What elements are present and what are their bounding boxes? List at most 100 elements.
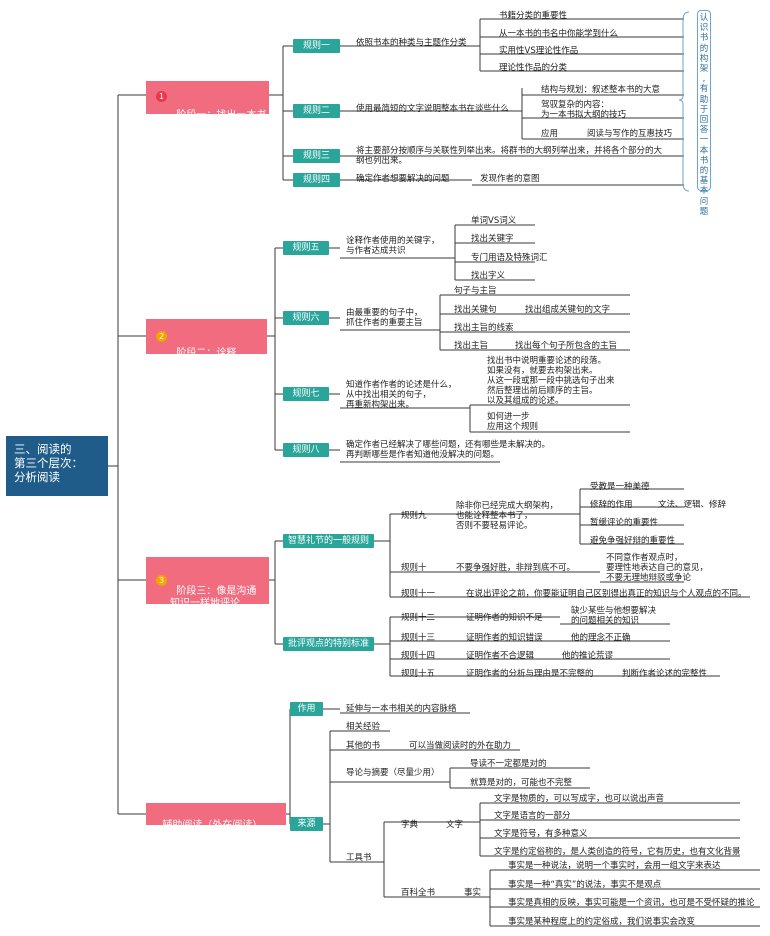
- root-node: 三、阅读的 第三个层次： 分析阅读: [6, 436, 108, 496]
- rule-12-child: 缺少某些与他想要解决 的问题相关的知识: [571, 606, 657, 626]
- fact-item: 事实是某种程度上的约定俗成，我们说事实会改变: [508, 917, 696, 927]
- rule-11-description: 在说出评论之前，你要能证明自己区别得出真正的知识与个人观点的不同。: [466, 589, 747, 599]
- rule-5-box: 规则五: [283, 241, 329, 255]
- rule-7-description: 知道作者作者的论述是什么， 从中找出相关的句子， 再重新构架出来。: [346, 380, 457, 410]
- critique-standards-box: 批评观点的特别标准: [283, 637, 374, 651]
- stage-3-node: 3 阶段三：像是沟通 知识一样地评论 一本书的规则: [146, 557, 269, 621]
- stage-4-label: 辅助阅读（外在阅读）: [162, 820, 263, 831]
- rule-4-description: 确定作者想要解决的问题: [356, 174, 450, 184]
- rule-9-child: 修辞的作用: [590, 500, 633, 510]
- rule-5-child: 单词VS词义: [471, 216, 517, 226]
- rule-6-child: 句子与主旨: [454, 286, 497, 296]
- rule-2-child: 驾驭复杂的内容： 为一本书拟大纲的技巧: [541, 100, 627, 120]
- rule-3-box: 规则三: [293, 149, 340, 163]
- rule-5-child: 找出关键字: [471, 234, 514, 244]
- source-item-detail: 导读不一定都是对的: [470, 759, 547, 769]
- rule-6-box: 规则六: [283, 311, 329, 325]
- word-item: 文字是约定俗称的，是人类创造的符号，它有历史，也有文化背景: [494, 847, 741, 857]
- rule-2-child: 结构与规划：叙述整本书的大意: [541, 85, 661, 95]
- function-description: 延伸与一本书相关的内容脉络: [346, 704, 457, 714]
- rule-12-label: 规则十二: [401, 613, 436, 623]
- rule-1-description: 依照书本的种类与主题作分类: [356, 38, 467, 48]
- rule-9-child: 暂缓评论的重要性: [590, 518, 659, 528]
- stage-1-node: 1 阶段一：找出一本书 在谈些什么的规则: [146, 81, 269, 133]
- rule-9-grandchild: 文法、逻辑、修辞: [658, 500, 727, 510]
- stage-2-label: 阶段二：诠释 一本书的内容规则: [170, 348, 250, 371]
- word-item: 文字是物质的，可以写成字，也可以说出声音: [494, 794, 665, 804]
- rule-14-description: 证明作者不合逻辑: [466, 651, 535, 661]
- stage-3-number-badge: 3: [156, 575, 167, 586]
- rule-6-description: 由最重要的句子中， 抓住作者的重要主旨: [346, 308, 423, 328]
- general-rules-box: 智慧礼节的一般规则: [283, 534, 374, 548]
- rule-15-description: 证明作者的分析与理由是不完整的: [466, 669, 594, 679]
- rule-5-child: 找出字义: [471, 271, 506, 281]
- word-label: 文字: [446, 820, 464, 830]
- rule-4-box: 规则四: [293, 173, 340, 187]
- stage-4-node: 辅助阅读（外在阅读）: [146, 803, 286, 831]
- rule-15-child: 判断作者论述的完整性: [622, 669, 708, 679]
- rule-10-description: 不要争强好胜，非辩到底不可。: [456, 563, 576, 573]
- rule-1-child: 从一本书的书名中你能学到什么: [499, 29, 619, 39]
- stage-2-node: 2 阶段二：诠释 一本书的内容规则: [146, 319, 267, 371]
- rule-6-child: 找出主旨: [454, 341, 489, 351]
- rule-6-child: 找出主旨的线索: [454, 323, 514, 333]
- rule-2-description: 使用最简短的文字说明整本书在谈些什么: [356, 104, 510, 114]
- fact-item: 事实是一种“真实”的说法，事实不是观点: [508, 880, 662, 890]
- fact-item: 事实是一种说法，说明一个事实时，会用一组文字来表达: [508, 861, 721, 871]
- encyclopedia-label: 百科全书: [401, 888, 436, 898]
- rule-8-description: 确定作者已经解决了哪些问题，还有哪些是未解决的。 再判断哪些是作者知道他没解决的…: [346, 440, 551, 460]
- rule-2-box: 规则二: [293, 104, 340, 118]
- rule-1-child: 理论性作品的分类: [499, 63, 568, 73]
- rule-9-description: 除非你已经完成大纲架构， 也能诠释整本书了， 否则不要轻易评论。: [456, 501, 559, 531]
- source-item-detail: 就算是对的，可能也不完整: [470, 778, 573, 788]
- rule-1-child: 书籍分类的重要性: [499, 11, 568, 21]
- rule-6-grandchild: 找出组成关键句的文字: [525, 305, 611, 315]
- rule-1-child: 实用性VS理论性作品: [499, 46, 579, 56]
- stage-1-number-badge: 1: [156, 91, 167, 102]
- rule-9-child: 避免争强好辩的重要性: [590, 536, 676, 546]
- fact-label: 事实: [464, 888, 482, 898]
- stage-3-label: 阶段三：像是沟通 知识一样地评论 一本书的规则: [170, 586, 257, 621]
- source-item: 相关经验: [346, 722, 381, 732]
- rule-9-child: 受教是一种美德: [590, 482, 650, 492]
- rule-2-grandchild: 阅读与写作的互惠技巧: [587, 129, 673, 139]
- source-item: 导论与摘要（尽量少用）: [346, 768, 440, 778]
- rule-13-child: 他的理念不正确: [571, 633, 631, 643]
- rule-9-label: 规则九: [401, 511, 427, 521]
- rule-14-label: 规则十四: [401, 651, 436, 661]
- rule-7-child: 找出书中说明重要论述的段落。 如果没有，就要去构架出来。 从这一段或那一段中挑选…: [487, 356, 615, 406]
- stage-2-number-badge: 2: [156, 331, 167, 342]
- function-box: 作用: [290, 702, 323, 716]
- dictionary-label: 字典: [401, 820, 419, 830]
- rule-5-description: 诠释作者使用的关键字， 与作者达成共识: [346, 236, 440, 256]
- rule-13-label: 规则十三: [401, 633, 436, 643]
- rule-12-description: 证明作者的知识不足: [466, 613, 543, 623]
- stage-1-label: 阶段一：找出一本书 在谈些什么的规则: [170, 110, 267, 133]
- rule-10-label: 规则十: [401, 563, 427, 573]
- rule-6-child: 找出关键句: [454, 305, 497, 315]
- rule-5-child: 专门用语及特殊词汇: [471, 253, 548, 263]
- source-item: 其他的书: [346, 741, 381, 751]
- rule-6-grandchild: 找出每个句子所包含的主旨: [515, 341, 618, 351]
- source-item: 工具书: [346, 853, 372, 863]
- framework-note: 认 识 书 的 构 架 , 有 助 于 回 答 一 本 书 的 基 本 问 题: [697, 10, 711, 217]
- rule-4-child: 发现作者的意图: [480, 174, 540, 184]
- rule-8-box: 规则八: [283, 443, 329, 457]
- rule-3-description: 将主要部分按顺序与关联性列举出来。将群书的大纲列举出来，并将各个部分的大 纲也列…: [356, 146, 663, 166]
- source-item-detail: 可以当做阅读时的外在助力: [409, 741, 512, 751]
- rule-1-box: 规则一: [293, 39, 340, 53]
- word-item: 文字是符号，有多种意义: [494, 829, 588, 839]
- rule-10-child: 不同意作者观点时， 要理性地表达自己的意见， 不要无理地辩驳或争论: [606, 553, 709, 583]
- rule-7-child: 如何进一步 应用这个规则: [487, 412, 539, 432]
- rule-2-child: 应用: [541, 129, 559, 139]
- rule-7-box: 规则七: [283, 387, 329, 401]
- word-item: 文字是语言的一部分: [494, 811, 571, 821]
- rule-15-label: 规则十五: [401, 669, 436, 679]
- rule-14-child: 他的推论荒谬: [562, 651, 614, 661]
- source-box: 来源: [290, 817, 323, 831]
- rule-11-label: 规则十一: [401, 589, 436, 599]
- rule-13-description: 证明作者的知识错误: [466, 633, 543, 643]
- fact-item: 事实是真相的反映，事实可能是一个资讯，也可是不受怀疑的推论: [508, 898, 755, 908]
